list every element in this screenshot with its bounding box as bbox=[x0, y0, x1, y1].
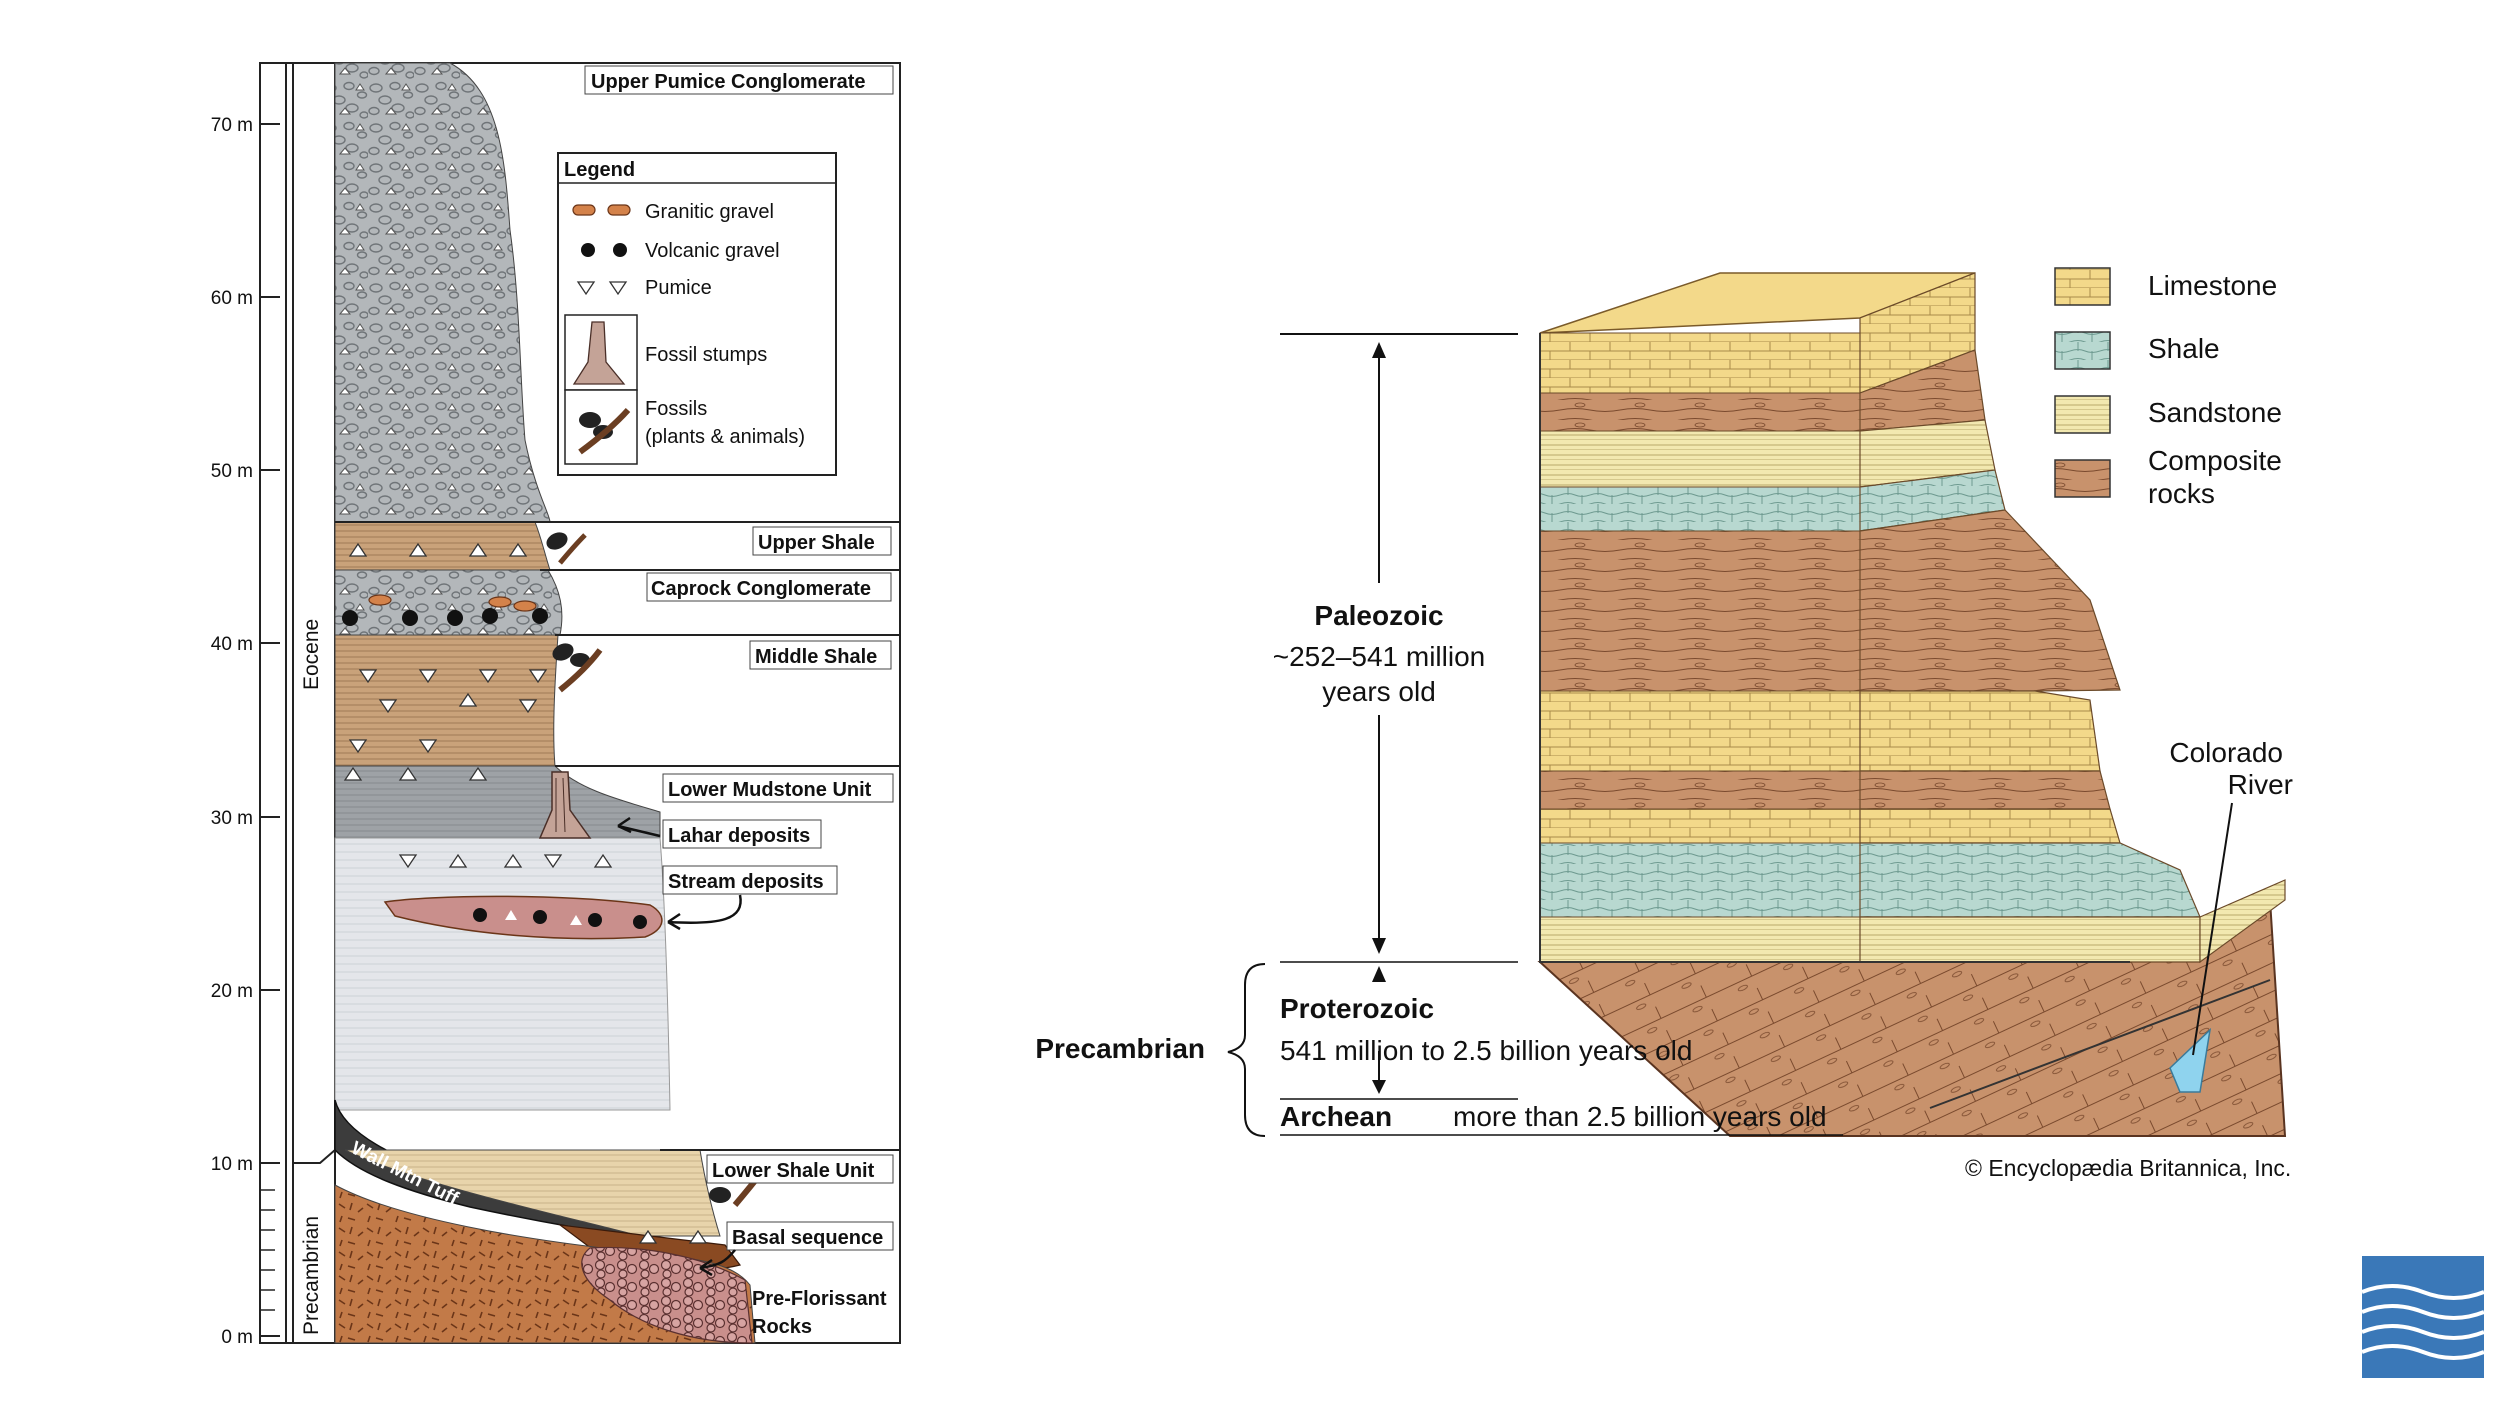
depth-scale bbox=[259, 62, 335, 1344]
column-legend: Legend Granitic gravel Volcanic gravel P… bbox=[557, 152, 837, 476]
depth-60: 60 m bbox=[211, 288, 253, 309]
stratum-composite-3 bbox=[1539, 770, 1861, 810]
fossil-stumps-icon bbox=[572, 321, 626, 385]
legend-rocks: rocks bbox=[2148, 478, 2215, 509]
depth-20: 20 m bbox=[211, 981, 253, 1002]
front-strata bbox=[1539, 332, 1861, 963]
legend-volcanic-gravel: Volcanic gravel bbox=[645, 240, 780, 262]
legend-fossil-stumps: Fossil stumps bbox=[645, 344, 767, 366]
lower-mudstone-layer bbox=[334, 765, 661, 839]
lower-shale-layer bbox=[344, 1149, 721, 1237]
fossils-legend-icon bbox=[578, 407, 631, 455]
depth-tick-labels: 70 m 60 m 50 m 40 m 30 m 20 m 10 m 0 m bbox=[211, 115, 280, 1348]
label-lower-mudstone: Lower Mudstone Unit bbox=[668, 779, 872, 801]
unit-arrows bbox=[617, 816, 742, 1277]
label-upper-shale: Upper Shale bbox=[758, 532, 875, 554]
granitic-gravel-icon bbox=[572, 204, 631, 216]
sandstone-swatch bbox=[2054, 395, 2111, 434]
river-label-2: River bbox=[2228, 769, 2293, 800]
archean-age: more than 2.5 billion years old bbox=[1453, 1101, 1827, 1132]
timeline-labels: Paleozoic ~252–541 million years old Pre… bbox=[1035, 600, 2293, 1181]
volcanic-gravel-icon bbox=[581, 243, 627, 257]
wave-logo-icon bbox=[2362, 1256, 2484, 1378]
stratum-limestone-top bbox=[1539, 332, 1861, 394]
legend-pumice: Pumice bbox=[645, 277, 712, 299]
era-column: Eocene Precambrian bbox=[292, 62, 336, 1344]
limestone-swatch bbox=[2054, 267, 2111, 306]
fossils-icon-upper-shale bbox=[546, 532, 587, 565]
era-eocene: Eocene bbox=[300, 619, 323, 690]
stratum-sandstone-1 bbox=[1539, 430, 1861, 488]
label-pre-florissant: Pre-Florissant bbox=[752, 1288, 887, 1310]
caprock-gravel bbox=[342, 594, 548, 626]
colorado-river-water bbox=[2169, 1027, 2212, 1093]
stratum-composite-1 bbox=[1539, 392, 1861, 432]
canyon-wall bbox=[1859, 272, 2286, 964]
archean-boundary bbox=[1929, 979, 2271, 1109]
composite-swatch bbox=[2054, 459, 2111, 498]
stratum-shale-2 bbox=[1539, 842, 1861, 918]
stratum-composite-2 bbox=[1539, 530, 1861, 692]
legend-shale: Shale bbox=[2148, 333, 2220, 364]
paleozoic-age-2: years old bbox=[1322, 676, 1436, 707]
stratum-shale-1 bbox=[1539, 486, 1861, 532]
depth-50: 50 m bbox=[211, 461, 253, 482]
stratum-limestone-2 bbox=[1539, 690, 1861, 772]
archean-label: Archean bbox=[1280, 1101, 1392, 1132]
stream-channel-clasts bbox=[473, 908, 647, 929]
middle-shale-pumice bbox=[348, 669, 548, 754]
label-basal: Basal sequence bbox=[732, 1227, 883, 1249]
legend-fossils: Fossils bbox=[645, 398, 707, 420]
paleozoic-age-1: ~252–541 million bbox=[1273, 641, 1486, 672]
label-stream: Stream deposits bbox=[668, 871, 824, 893]
stratum-sandstone-2 bbox=[1539, 916, 1861, 963]
label-middle-shale: Middle Shale bbox=[755, 646, 877, 668]
fossil-stump-icon bbox=[538, 771, 592, 839]
proterozoic-label: Proterozoic bbox=[1280, 993, 1434, 1024]
paleozoic-label: Paleozoic bbox=[1314, 600, 1443, 631]
legend-sandstone: Sandstone bbox=[2148, 397, 2282, 428]
depth-10: 10 m bbox=[211, 1154, 253, 1175]
label-lower-shale: Lower Shale Unit bbox=[712, 1160, 875, 1182]
upper-pumice-layer bbox=[334, 62, 551, 523]
depth-40: 40 m bbox=[211, 634, 253, 655]
fossils-icon-middle-shale bbox=[552, 643, 603, 693]
depth-70: 70 m bbox=[211, 115, 253, 136]
precambrian-brace bbox=[1227, 963, 1266, 1137]
legend-limestone: Limestone bbox=[2148, 270, 2277, 301]
label-lahar: Lahar deposits bbox=[668, 825, 810, 847]
legend-title: Legend bbox=[564, 159, 635, 181]
legend-granitic-gravel: Granitic gravel bbox=[645, 201, 774, 223]
timeline-markers bbox=[1227, 333, 1843, 1137]
pink-gravel-lens bbox=[581, 1246, 753, 1344]
legend-composite: Composite bbox=[2148, 445, 2282, 476]
depth-0: 0 m bbox=[221, 1327, 253, 1348]
pumice-icon bbox=[576, 281, 628, 296]
river-pointer bbox=[2192, 802, 2233, 1056]
rock-legend: Limestone Shale Sandstone Composite rock… bbox=[2054, 267, 2282, 509]
label-upper-pumice: Upper Pumice Conglomerate bbox=[591, 71, 866, 93]
proterozoic-age: 541 million to 2.5 billion years old bbox=[1280, 1035, 1692, 1066]
unit-labels: Upper Pumice Conglomerate Upper Shale Ca… bbox=[584, 65, 894, 1338]
pumice-markers bbox=[343, 542, 708, 1244]
stratum-limestone-3 bbox=[1539, 808, 1861, 844]
label-rocks: Rocks bbox=[752, 1316, 812, 1338]
era-precambrian: Precambrian bbox=[300, 1216, 323, 1335]
precambrian-label: Precambrian bbox=[1035, 1033, 1205, 1064]
unit-boundaries bbox=[335, 521, 900, 1151]
stream-channel-deposit bbox=[383, 895, 663, 940]
river-label-1: Colorado bbox=[2169, 737, 2283, 768]
credit-text: © Encyclopædia Britannica, Inc. bbox=[1965, 1155, 2291, 1181]
depth-30: 30 m bbox=[211, 808, 253, 829]
block-outline bbox=[1539, 333, 2130, 963]
legend-plants-animals: (plants & animals) bbox=[645, 426, 805, 448]
label-caprock: Caprock Conglomerate bbox=[651, 578, 871, 600]
shale-swatch bbox=[2054, 331, 2111, 370]
